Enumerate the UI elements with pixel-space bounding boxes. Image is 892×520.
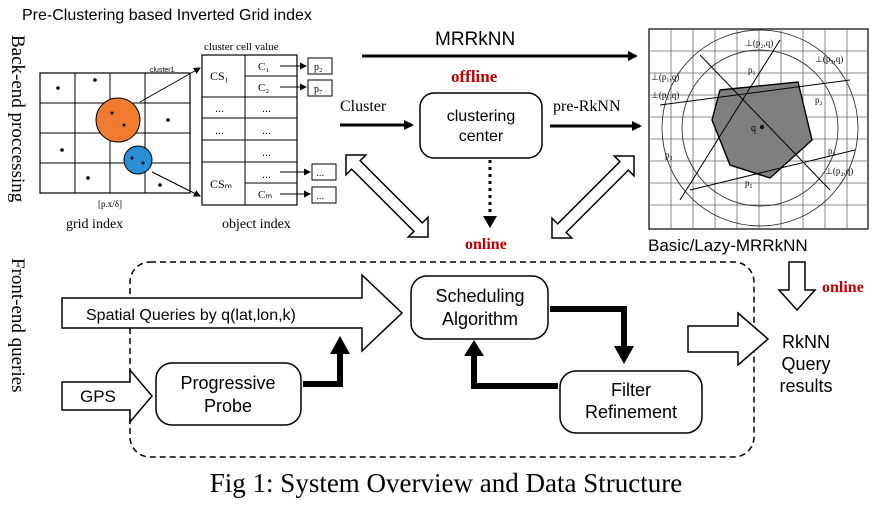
- dots-2: ...: [262, 103, 271, 115]
- voronoi-p2: p₂: [815, 95, 823, 105]
- dots-1: ...: [215, 103, 224, 115]
- grid-index: cluster1 [p.x/δ] grid index: [39, 67, 191, 232]
- bisector-label-5: ⊥(p₁,q): [651, 90, 679, 100]
- voronoi-cell: [711, 81, 813, 179]
- dots-8: ...: [316, 191, 324, 202]
- index-title: Pre-Clustering based Inverted Grid index: [22, 7, 312, 24]
- progressive-line1: Progressive: [180, 373, 275, 393]
- bisector-label-1: ⊥(p₂,q): [745, 38, 773, 48]
- c1-label: C₁: [258, 61, 269, 73]
- frontend-label: Front-end queries: [7, 258, 28, 393]
- bisector-label-4: ⊥(p₄,q): [825, 166, 853, 176]
- progressive-probe-box: [155, 362, 302, 426]
- mrrknn-label: MRRkNN: [435, 29, 515, 50]
- voronoi-p3: p₃: [665, 150, 673, 160]
- progressive-line2: Probe: [204, 396, 252, 416]
- dots-4: ...: [262, 125, 271, 137]
- voronoi-grid: q p₁ p₂ p₃ p₄ p₅ ⊥(p₂,q) ⊥(p₁,q) ⊥(p₃,q)…: [648, 28, 869, 230]
- gps-arrow: [61, 367, 153, 425]
- voronoi-p4: p₄: [828, 146, 836, 156]
- left-double-arrow: [345, 154, 429, 238]
- probe-to-sched-arrow: [303, 352, 343, 387]
- results-arrow: [687, 311, 770, 367]
- dots-7: ...: [316, 168, 324, 179]
- scheduling-box: [410, 275, 549, 340]
- clustering-center-line2: center: [459, 128, 504, 145]
- offline-label: offline: [451, 67, 498, 86]
- p7-box-label: p₇: [314, 84, 323, 95]
- object-index: cluster cell value CS₁ CSₘ C₁ C₂ Cₘ ... …: [201, 41, 337, 232]
- cluster-label: cluster1: [150, 67, 175, 74]
- object-index-header: cluster cell value: [204, 41, 279, 53]
- scheduling-line1: Scheduling: [435, 286, 524, 306]
- sched-to-filter-arrow: [550, 306, 627, 350]
- figure-caption: Fig 1: System Overview and Data Structur…: [209, 468, 683, 498]
- c2-label: C₂: [258, 82, 269, 94]
- p2-box-label: p₂: [314, 62, 323, 73]
- scheduling-line2: Algorithm: [442, 309, 518, 329]
- online-right-label: online: [822, 279, 864, 296]
- cell-label: [p.x/δ]: [98, 199, 122, 209]
- blue-cluster: [123, 145, 153, 175]
- grid-index-name: grid index: [66, 217, 123, 232]
- object-index-name: object index: [222, 217, 291, 232]
- voronoi-p5: p₅: [745, 178, 753, 188]
- filter-line1: Filter: [611, 380, 651, 400]
- csm-label: CSₘ: [210, 177, 232, 191]
- cm-label: Cₘ: [258, 189, 272, 201]
- right-double-arrow: [551, 155, 635, 239]
- rknn-results-line1: RkNN: [782, 332, 830, 352]
- clustering-center-line1: clustering: [447, 108, 515, 125]
- gps-label: GPS: [80, 387, 116, 406]
- bisector-label-2: ⊥(p₁,q): [651, 72, 679, 82]
- frontend-dashed-region: [129, 261, 755, 458]
- bisector-label-3: ⊥(p₃,q): [815, 54, 843, 64]
- filter-box: [559, 370, 703, 434]
- down-hollow-arrow: [777, 261, 817, 312]
- dots-5: ...: [262, 147, 271, 159]
- rknn-results-line2: Query: [781, 354, 830, 374]
- cs1-label: CS₁: [210, 69, 229, 83]
- q-point: q: [751, 123, 756, 134]
- dots-6: ...: [262, 169, 271, 181]
- spatial-queries-arrow: [61, 273, 404, 353]
- spatial-queries-label: Spatial Queries by q(lat,lon,k): [86, 307, 296, 324]
- online-center-label: online: [465, 236, 507, 253]
- rknn-results-line3: results: [779, 376, 832, 396]
- voronoi-p1: p₁: [748, 65, 756, 75]
- backend-label: Back-end proccessing: [7, 35, 28, 203]
- cluster-arrow-label: Cluster: [340, 98, 387, 115]
- dots-3: ...: [215, 125, 224, 137]
- filter-line2: Refinement: [585, 402, 677, 422]
- orange-cluster: [95, 97, 141, 143]
- filter-to-sched-arrow: [471, 354, 558, 389]
- basic-lazy-label: Basic/Lazy-MRRkNN: [648, 236, 808, 255]
- pre-rknn-label: pre-RkNN: [553, 98, 621, 115]
- clustering-center-box: [419, 92, 543, 159]
